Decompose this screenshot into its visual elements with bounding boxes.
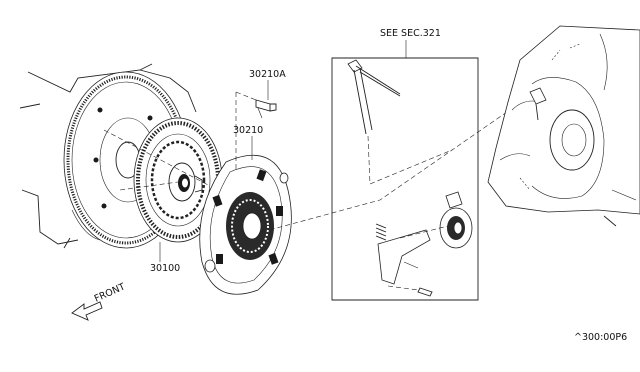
clutch-cover-pressure-plate xyxy=(199,154,292,295)
diagram-code: ^300:00P6 xyxy=(574,332,627,343)
transmission-housing xyxy=(487,25,640,227)
part-number-30210: 30210 xyxy=(233,125,263,136)
release-mechanism-box xyxy=(331,40,479,301)
front-arrow-icon xyxy=(71,301,103,321)
part-number-30210A: 30210A xyxy=(249,69,286,80)
clutch-cover-bolt xyxy=(255,99,277,119)
front-direction-label: FRONT xyxy=(93,281,127,304)
see-section-label: SEE SEC.321 xyxy=(380,28,441,39)
part-number-30100: 30100 xyxy=(150,263,180,274)
clutch-disc xyxy=(133,117,223,243)
engine-block-outline xyxy=(19,63,197,249)
leader-lines xyxy=(103,80,531,262)
